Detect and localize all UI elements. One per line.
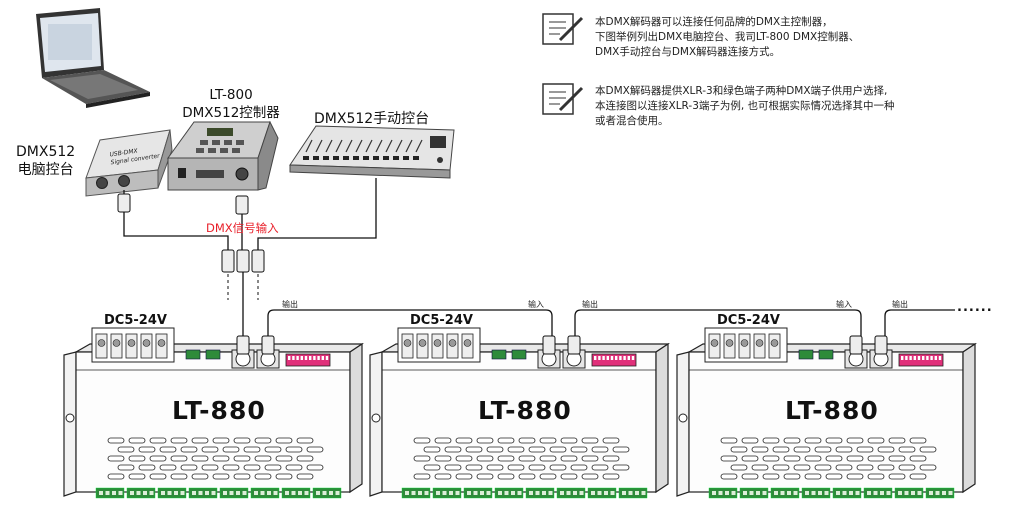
pc-console-label-line-2: 电脑控台 [17,162,74,178]
decoder-2-power-label: DC5-24V [410,313,473,328]
note-1-line-2: 下图举例列出DMX电脑控台、我司LT-800 DMX控制器、 [595,31,860,43]
lt800-controller-icon [167,120,279,191]
source-plugs [117,193,265,273]
decoder-3-power-label: DC5-24V [717,313,780,328]
note-2-line-1: 本DMX解码器提供XLR-3和绿色端子两种DMX端子供用户选择, [595,85,888,97]
chain-cables [267,309,955,336]
decoder-2-in-label: 输入 [528,300,544,309]
lt800-label: LT-800 DMX512控制器 [176,86,286,122]
manual-console-icon [289,125,455,179]
decoder-1-power-label: DC5-24V [104,313,167,328]
note-2: 本DMX解码器提供XLR-3和绿色端子两种DMX端子供用户选择, 本连接图以连接… [595,84,895,129]
decoder-2-model: LT-880 [478,396,572,425]
decoder-unit-3 [676,327,977,499]
decoder-2-out-label: 输出 [582,300,598,309]
note-icon-2 [542,83,584,115]
note-1-line-1: 本DMX解码器可以连接任何品牌的DMX主控制器， [595,16,833,28]
note-1-line-3: DMX手动控台与DMX解码器连接方式。 [595,46,781,58]
signal-input-label: DMX信号输入 [206,221,279,235]
continuation-dots: ...... [957,300,993,315]
lt800-label-line-1: LT-800 [209,87,253,103]
decoder-1-out-label: 输出 [282,300,298,309]
optional-links [227,274,259,300]
note-1: 本DMX解码器可以连接任何品牌的DMX主控制器， 下图举例列出DMX电脑控台、我… [595,15,859,60]
note-2-line-2: 本连接图以连接XLR-3端子为例, 也可根据实际情况选择其中一种 [595,100,895,112]
pc-console-label: DMX512 电脑控台 [16,143,75,179]
decoder-1-model: LT-880 [172,396,266,425]
manual-console-label: DMX512手动控台 [314,111,430,127]
decoder-unit-1 [63,327,364,499]
decoder-3-model: LT-880 [785,396,879,425]
decoder-3-out-label: 输出 [892,300,908,309]
decoder-3-in-label: 输入 [836,300,852,309]
usb-dmx-converter-icon [85,129,173,197]
decoder-unit-2 [369,327,670,499]
laptop-icon [36,8,150,108]
pc-console-label-line-1: DMX512 [16,144,76,160]
note-2-line-3: 或者混合使用。 [595,115,669,127]
note-icon-1 [542,13,584,45]
lt800-label-line-2: DMX512控制器 [182,105,280,121]
